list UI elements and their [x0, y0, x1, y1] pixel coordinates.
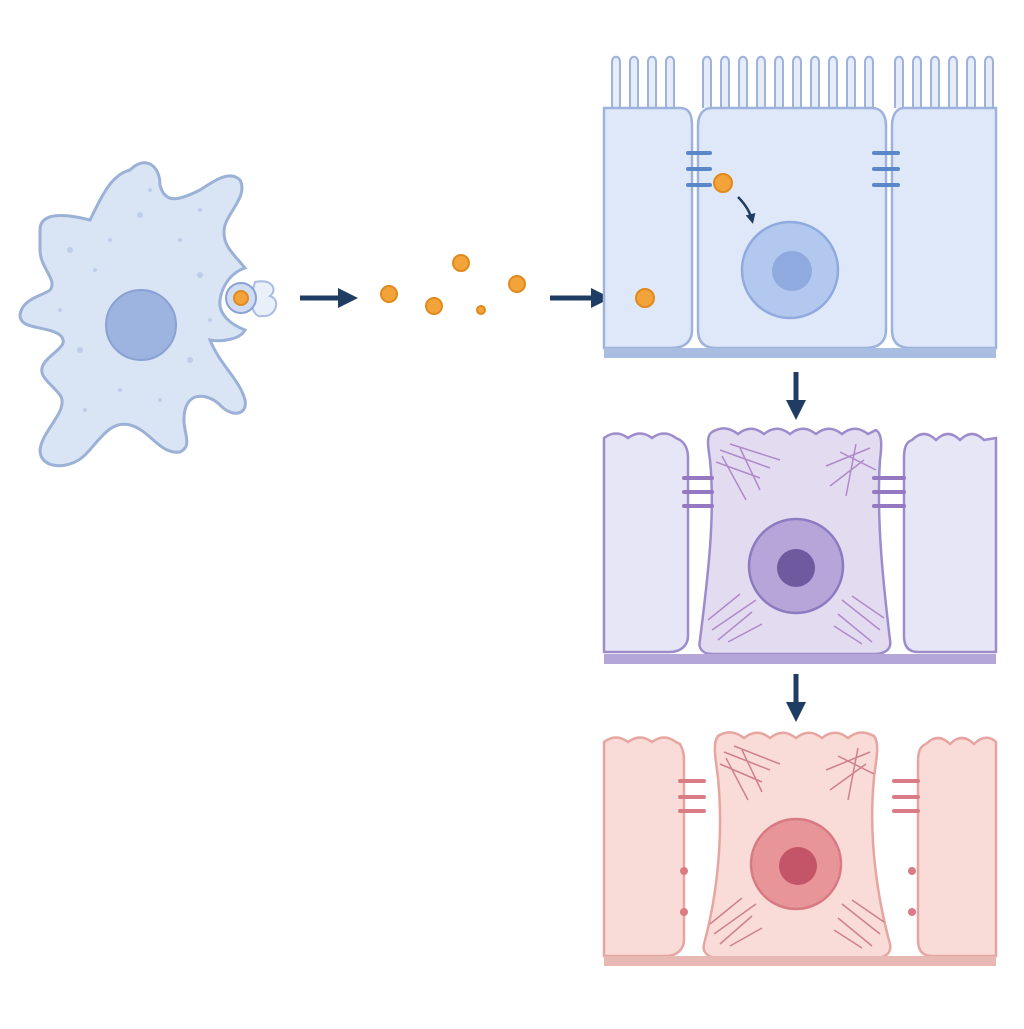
nucleus-inner [779, 847, 817, 885]
particle [508, 275, 526, 293]
particle [425, 297, 443, 315]
particle-inside-cell [713, 173, 733, 193]
neighbour-cell-right [916, 736, 998, 958]
panel-normal-epithelium [602, 55, 998, 358]
basement-membrane [604, 348, 996, 358]
basement-membrane [604, 654, 996, 664]
budding-vesicle [225, 280, 278, 318]
nucleus-inner [772, 251, 812, 291]
panel-extruded-cell [602, 731, 998, 966]
cytoskeleton-fibres [707, 443, 885, 645]
particle [452, 254, 470, 272]
cytoskeleton-fibres [709, 745, 885, 949]
particle [476, 305, 486, 315]
released-particle [233, 290, 249, 306]
source-cell-nucleus [105, 289, 177, 361]
basement-membrane [604, 956, 996, 966]
tight-junctions [686, 151, 900, 187]
particle [380, 285, 398, 303]
junctions [682, 476, 906, 508]
panel-remodelled-cell [602, 427, 998, 664]
epithelial-cell-right [890, 106, 998, 350]
uptake-arrow [737, 196, 756, 224]
epithelial-cell-left [602, 106, 694, 350]
neighbour-cell-right [902, 432, 998, 654]
source-cell [18, 161, 278, 468]
microvilli [611, 55, 994, 108]
free-particles [380, 254, 526, 315]
nucleus-inner [777, 549, 815, 587]
cytoplasm-granules [58, 188, 212, 412]
detached-junctions [680, 867, 916, 916]
neighbour-cell-left [602, 432, 690, 654]
neighbour-cell-left [602, 736, 686, 958]
junctions [678, 779, 920, 813]
particle-entering-cell [635, 288, 655, 308]
